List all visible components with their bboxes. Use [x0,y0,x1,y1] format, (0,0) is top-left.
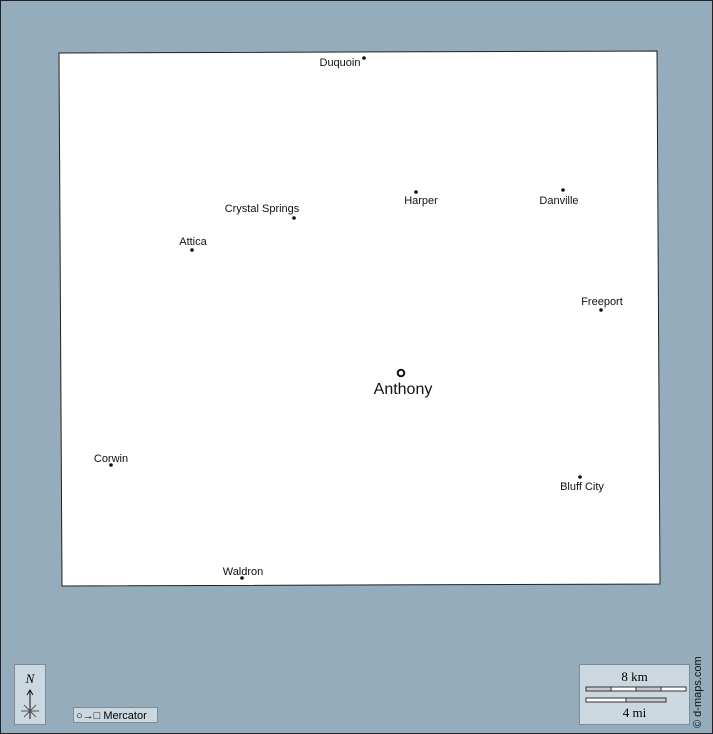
scale-bar: 8 km 4 mi [579,664,690,725]
capital-label: Anthony [374,381,433,398]
scale-km-label: 8 km [621,669,648,684]
city-dot-icon [599,308,603,312]
city-dot-icon [109,463,113,467]
city-dot-icon [190,248,194,252]
city-crystal-springs: Crystal Springs [225,203,300,220]
capital-icon [396,368,406,378]
projection-badge: ○→□ Mercator [73,707,158,723]
city-attica: Attica [179,236,208,252]
city-dot-icon [240,576,244,580]
city-label: Danville [539,195,578,207]
city-dot-icon [362,56,366,60]
county-area [58,50,661,587]
city-harper: Harper [404,190,438,207]
city-waldron: Waldron [223,566,264,580]
projection-icon: ○→□ [76,710,101,722]
north-label: N [25,671,35,686]
city-label: Bluff City [560,481,604,493]
city-label: Corwin [94,453,128,465]
city-dot-icon [292,216,296,220]
compass-icon [21,689,39,719]
city-label: Harper [404,195,438,207]
scale-mi-label: 4 mi [622,705,647,720]
city-danville: Danville [539,188,579,207]
north-arrow: N [14,664,46,725]
city-label: Attica [179,236,207,248]
city-dot-icon [578,475,582,479]
city-label: Freeport [581,296,623,308]
city-dot-icon [561,188,565,192]
city-label: Waldron [223,566,264,578]
city-duquoin: Duquoin [320,56,366,69]
city-label: Crystal Springs [225,203,300,215]
city-corwin: Corwin [94,453,128,467]
credit-text: © d-maps.com [692,656,704,728]
scale-bars [585,686,687,703]
city-freeport: Freeport [581,296,623,312]
city-label: Duquoin [320,57,361,69]
projection-label: Mercator [103,710,147,722]
city-bluff-city: Bluff City [560,475,604,493]
city-dot-icon [414,190,418,194]
capital-marker: Anthony [374,368,433,398]
